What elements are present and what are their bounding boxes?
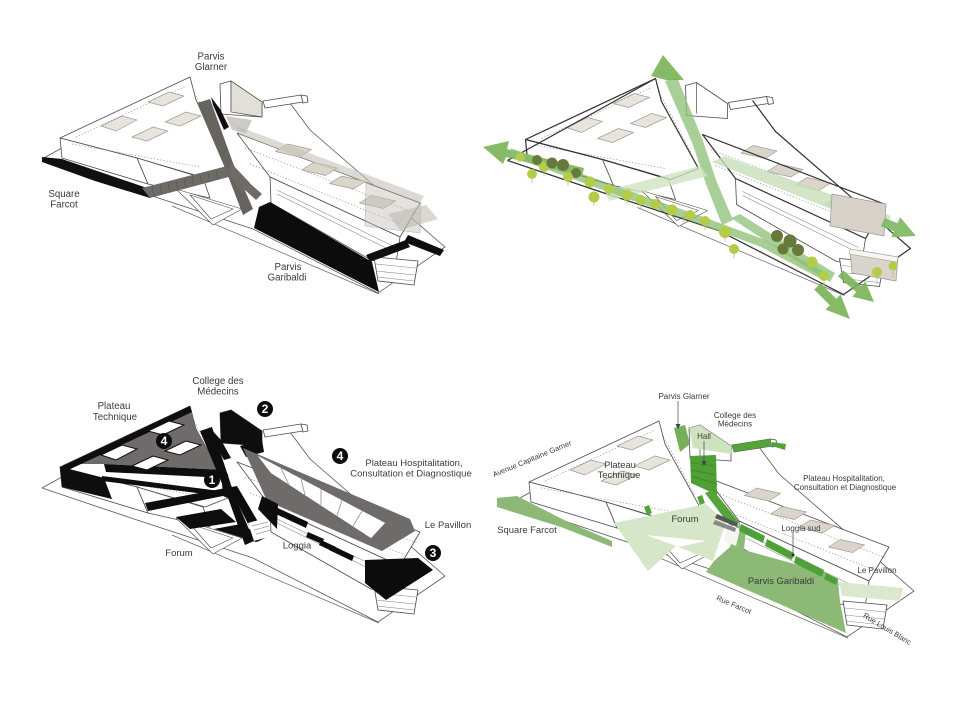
svg-text:College des: College des	[192, 376, 243, 387]
svg-text:Plateau Hospitalitation,: Plateau Hospitalitation,	[365, 458, 462, 469]
svg-text:Forum: Forum	[165, 548, 193, 559]
svg-text:Parvis Garibaldi: Parvis Garibaldi	[748, 575, 814, 586]
svg-text:1: 1	[209, 473, 216, 487]
svg-text:Médecins: Médecins	[718, 420, 752, 429]
svg-text:Garibaldi: Garibaldi	[268, 273, 307, 284]
svg-text:Médecins: Médecins	[197, 387, 239, 398]
svg-text:Forum: Forum	[671, 513, 698, 524]
svg-text:Parvis: Parvis	[198, 52, 225, 63]
svg-text:Consultation et Diagnostique: Consultation et Diagnostique	[350, 469, 471, 480]
svg-text:3: 3	[430, 546, 437, 560]
svg-text:Parvis: Parvis	[275, 262, 302, 273]
svg-text:College des: College des	[714, 411, 756, 420]
svg-text:4: 4	[161, 434, 168, 448]
svg-text:Plateau Hospitalitation,: Plateau Hospitalitation,	[803, 474, 885, 483]
svg-text:Plateau: Plateau	[604, 459, 636, 470]
svg-text:Technique: Technique	[598, 469, 641, 480]
svg-text:Glarner: Glarner	[195, 62, 228, 73]
svg-text:Farcot: Farcot	[50, 200, 78, 211]
svg-text:Le Pavillon: Le Pavillon	[425, 520, 471, 531]
svg-text:Plateau: Plateau	[98, 401, 131, 412]
svg-text:Loggia: Loggia	[283, 541, 312, 552]
svg-text:Square: Square	[48, 189, 79, 200]
svg-text:Square Farcot: Square Farcot	[497, 524, 557, 535]
svg-text:4: 4	[337, 449, 344, 463]
svg-text:Parvis Glarner: Parvis Glarner	[658, 392, 709, 401]
svg-text:Consultation et Diagnostique: Consultation et Diagnostique	[794, 483, 897, 492]
svg-text:Le Pavillon: Le Pavillon	[857, 566, 896, 575]
svg-text:Loggia sud: Loggia sud	[781, 524, 820, 533]
svg-text:2: 2	[262, 402, 269, 416]
svg-text:Hall: Hall	[697, 432, 711, 441]
svg-text:Technique: Technique	[93, 412, 137, 423]
